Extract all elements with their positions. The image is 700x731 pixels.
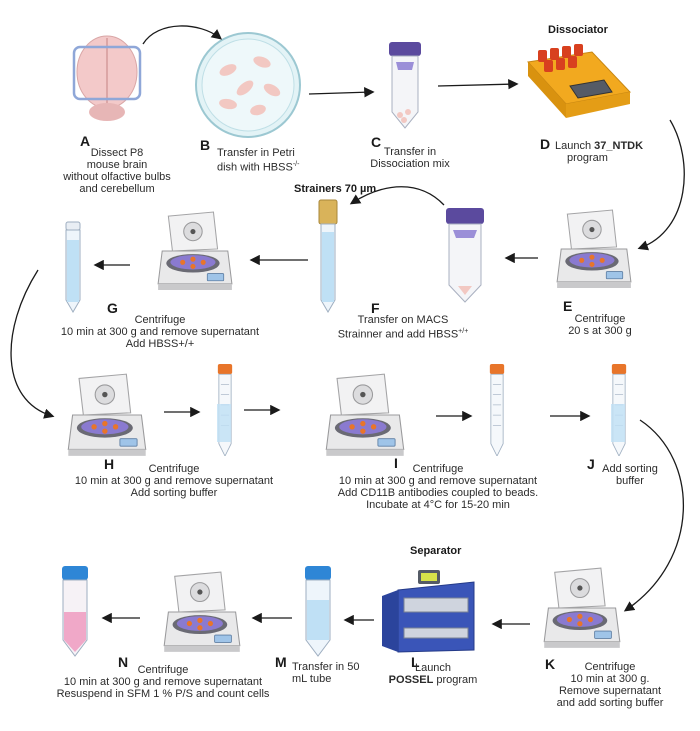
step-letter-k: K <box>545 656 556 672</box>
step-letter-a: A <box>80 133 91 149</box>
centrifuge-i <box>325 373 405 457</box>
header-separator: Separator <box>410 545 462 557</box>
centrifuge-h <box>67 373 147 457</box>
tube-50ml-n <box>62 566 88 657</box>
step-letter-c: C <box>371 134 382 150</box>
step-letter-h: H <box>104 456 115 472</box>
step-h-text: Centrifuge 10 min at 300 g and remove su… <box>74 463 274 499</box>
step-e-text: Centrifuge 20 s at 300 g <box>568 313 632 337</box>
step-a-text: Dissect P8 mouse brain without olfactive… <box>63 147 171 195</box>
header-strainers: Strainers 70 µm <box>294 183 377 195</box>
step-l-text: Launch POSSEL program <box>388 662 478 686</box>
step-i-text: Centrifuge 10 min at 300 g and remove su… <box>337 463 539 511</box>
centrifuge-e <box>556 209 632 289</box>
centrifuge-k <box>543 567 621 649</box>
step-letter-g: G <box>107 300 118 316</box>
separator-illustration <box>382 570 475 653</box>
step-b-text: Transfer in Petri dish with HBSS-/- <box>217 147 300 174</box>
brain-illustration <box>72 35 142 121</box>
petri-dish-illustration <box>195 32 301 138</box>
dissociator-illustration <box>527 44 631 118</box>
centrifuge-g <box>157 211 233 291</box>
centrifuge-n <box>163 571 241 653</box>
step-letter-n: N <box>118 654 129 670</box>
step-letter-b: B <box>200 137 211 153</box>
step-n-text: Centrifuge 10 min at 300 g and remove su… <box>56 664 270 700</box>
step-f-text: Transfer on MACS Strainner and add HBSS+… <box>337 314 469 341</box>
step-letter-e: E <box>563 298 573 314</box>
step-m-text: Transfer in 50 mL tube <box>292 661 360 685</box>
tube-g <box>65 221 81 313</box>
step-letter-l: L <box>411 654 420 670</box>
step-letter-d: D <box>540 136 551 152</box>
tube-i <box>489 364 505 456</box>
step-letter-f: F <box>371 300 380 316</box>
header-dissociator: Dissociator <box>548 24 608 36</box>
step-d-text: Launch 37_NTDK program <box>555 140 644 164</box>
step-j-text: Add sorting buffer <box>602 463 658 487</box>
step-letter-m: M <box>275 654 287 670</box>
tube-50ml-m <box>305 566 331 657</box>
step-letter-i: I <box>394 455 398 471</box>
strainer-tube-illustration <box>318 199 338 313</box>
dissociation-tube-illustration <box>389 42 421 129</box>
flow-arrows <box>10 25 685 630</box>
step-letter-j: J <box>587 456 595 472</box>
step-k-text: Centrifuge 10 min at 300 g. Remove super… <box>556 661 664 709</box>
step-g-text: Centrifuge 10 min at 300 g and remove su… <box>60 314 260 350</box>
macs-tube-illustration <box>446 208 484 303</box>
step-c-text: Transfer in Dissociation mix <box>370 146 450 170</box>
